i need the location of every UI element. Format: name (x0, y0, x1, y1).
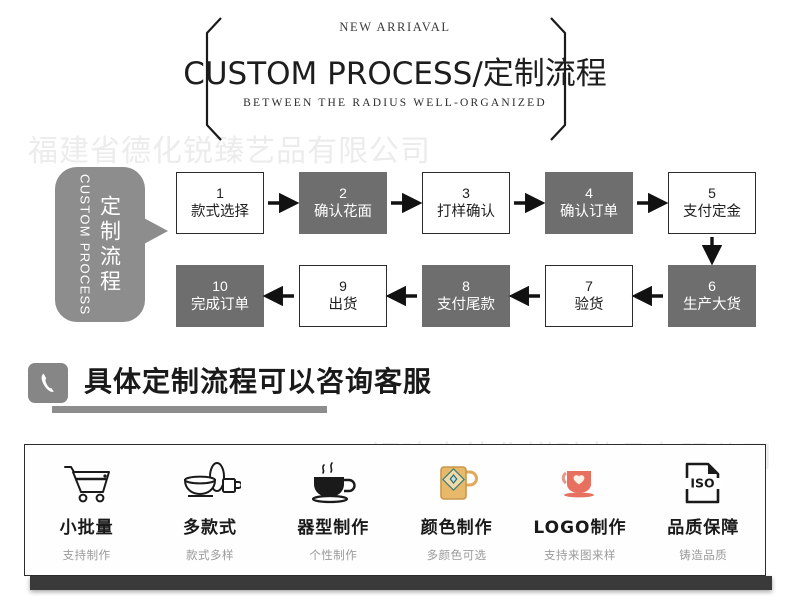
feature-item-many-styles[interactable]: 多款式 款式多样 (148, 445, 271, 575)
consult-heading: 具体定制流程可以咨询客服 (0, 358, 790, 420)
feature-sub: 个性制作 (309, 548, 358, 562)
bubble-label-cn: 定制流程 (97, 194, 122, 295)
flow-node-4[interactable]: 4 确认订单 (545, 172, 633, 234)
flow-node-1[interactable]: 1 款式选择 (176, 172, 264, 234)
banner-subtitle: BETWEEN THE RADIUS WELL-ORGANIZED (243, 97, 547, 109)
flow-node-7-label: 验货 (574, 296, 604, 313)
flow-node-2[interactable]: 2 确认花面 (299, 172, 387, 234)
consult-title: 具体定制流程可以咨询客服 (84, 365, 433, 398)
feature-title: 品质保障 (667, 518, 740, 538)
consult-underline (52, 406, 327, 413)
iso-document-icon: ISO (680, 459, 726, 507)
flow-node-1-label: 款式选择 (191, 203, 249, 220)
flow-node-2-label: 确认花面 (314, 203, 372, 220)
phone-glyph (41, 373, 54, 392)
flow-node-8[interactable]: 8 支付尾款 (422, 265, 510, 327)
flow-node-10-label: 完成订单 (191, 296, 249, 313)
flow-node-6-label: 生产大货 (683, 296, 741, 313)
heart-mug-icon (555, 459, 605, 507)
tableware-icon (179, 459, 241, 507)
flow-node-3[interactable]: 3 打样确认 (422, 172, 510, 234)
svg-text:ISO: ISO (691, 475, 715, 490)
flow-node-3-number: 3 (462, 184, 470, 201)
feature-sub: 铸造品质 (679, 548, 728, 562)
flow-node-5[interactable]: 5 支付定金 (668, 172, 756, 234)
feature-item-logo-making[interactable]: LOGO制作 支持来图来样 (518, 445, 641, 575)
flow-node-5-number: 5 (708, 184, 716, 201)
feature-item-shape-making[interactable]: 器型制作 个性制作 (272, 445, 395, 575)
banner: NEW ARRIAVAL CUSTOM PROCESS/定制流程 BETWEEN… (0, 0, 790, 150)
feature-title: 颜色制作 (420, 518, 493, 538)
shopping-cart-icon (61, 459, 113, 507)
flow-node-6-number: 6 (708, 277, 716, 294)
banner-brackets (205, 17, 567, 141)
flow-node-8-number: 8 (462, 277, 470, 294)
feature-sub: 支持来图来样 (543, 548, 616, 562)
flow-node-3-label: 打样确认 (437, 203, 495, 220)
feature-item-small-batch[interactable]: 小批量 支持制作 (25, 445, 148, 575)
watermark-top: 福建省德化锐臻艺品有限公司 (28, 134, 431, 169)
features-card-shadow (30, 576, 772, 590)
feature-title: 器型制作 (297, 518, 370, 538)
bubble-content: 定制流程 CUSTOM PROCESS (55, 167, 145, 322)
process-flowchart: 定制流程 CUSTOM PROCESS 1 款式选择 2 确认花面 3 打样确认… (0, 155, 790, 345)
flow-node-8-label: 支付尾款 (437, 296, 495, 313)
flow-node-9[interactable]: 9 出货 (299, 265, 387, 327)
features-card: 小批量 支持制作 多款式 款式多样 (24, 444, 766, 576)
flow-node-4-label: 确认订单 (560, 203, 618, 220)
flow-node-10[interactable]: 10 完成订单 (176, 265, 264, 327)
bubble-tail (142, 217, 168, 245)
custom-process-bubble (55, 167, 145, 322)
flow-node-9-number: 9 (339, 277, 347, 294)
flow-node-10-number: 10 (212, 277, 228, 294)
feature-sub: 支持制作 (62, 548, 111, 562)
banner-title: CUSTOM PROCESS/定制流程 (183, 56, 607, 92)
flow-node-7[interactable]: 7 验货 (545, 265, 633, 327)
flow-node-5-label: 支付定金 (683, 203, 741, 220)
flow-node-6[interactable]: 6 生产大货 (668, 265, 756, 327)
flow-node-4-number: 4 (585, 184, 593, 201)
feature-title: LOGO制作 (533, 518, 627, 538)
feature-sub: 款式多样 (185, 548, 234, 562)
color-mug-icon (432, 459, 482, 507)
feature-title: 小批量 (59, 518, 114, 538)
flow-node-1-number: 1 (216, 184, 224, 201)
phone-icon (28, 363, 68, 403)
banner-eyebrow: NEW ARRIAVAL (339, 20, 451, 34)
flow-node-9-label: 出货 (328, 296, 358, 313)
feature-item-quality[interactable]: ISO 品质保障 铸造品质 (642, 445, 765, 575)
flow-node-2-number: 2 (339, 184, 347, 201)
feature-title: 多款式 (182, 518, 237, 538)
bubble-label-en: CUSTOM PROCESS (77, 173, 93, 316)
feature-sub: 多颜色可选 (426, 548, 487, 562)
flow-node-7-number: 7 (585, 277, 593, 294)
feature-item-color-making[interactable]: 颜色制作 多颜色可选 (395, 445, 518, 575)
flow-arrows (262, 192, 723, 307)
coffee-cup-icon (306, 459, 360, 507)
